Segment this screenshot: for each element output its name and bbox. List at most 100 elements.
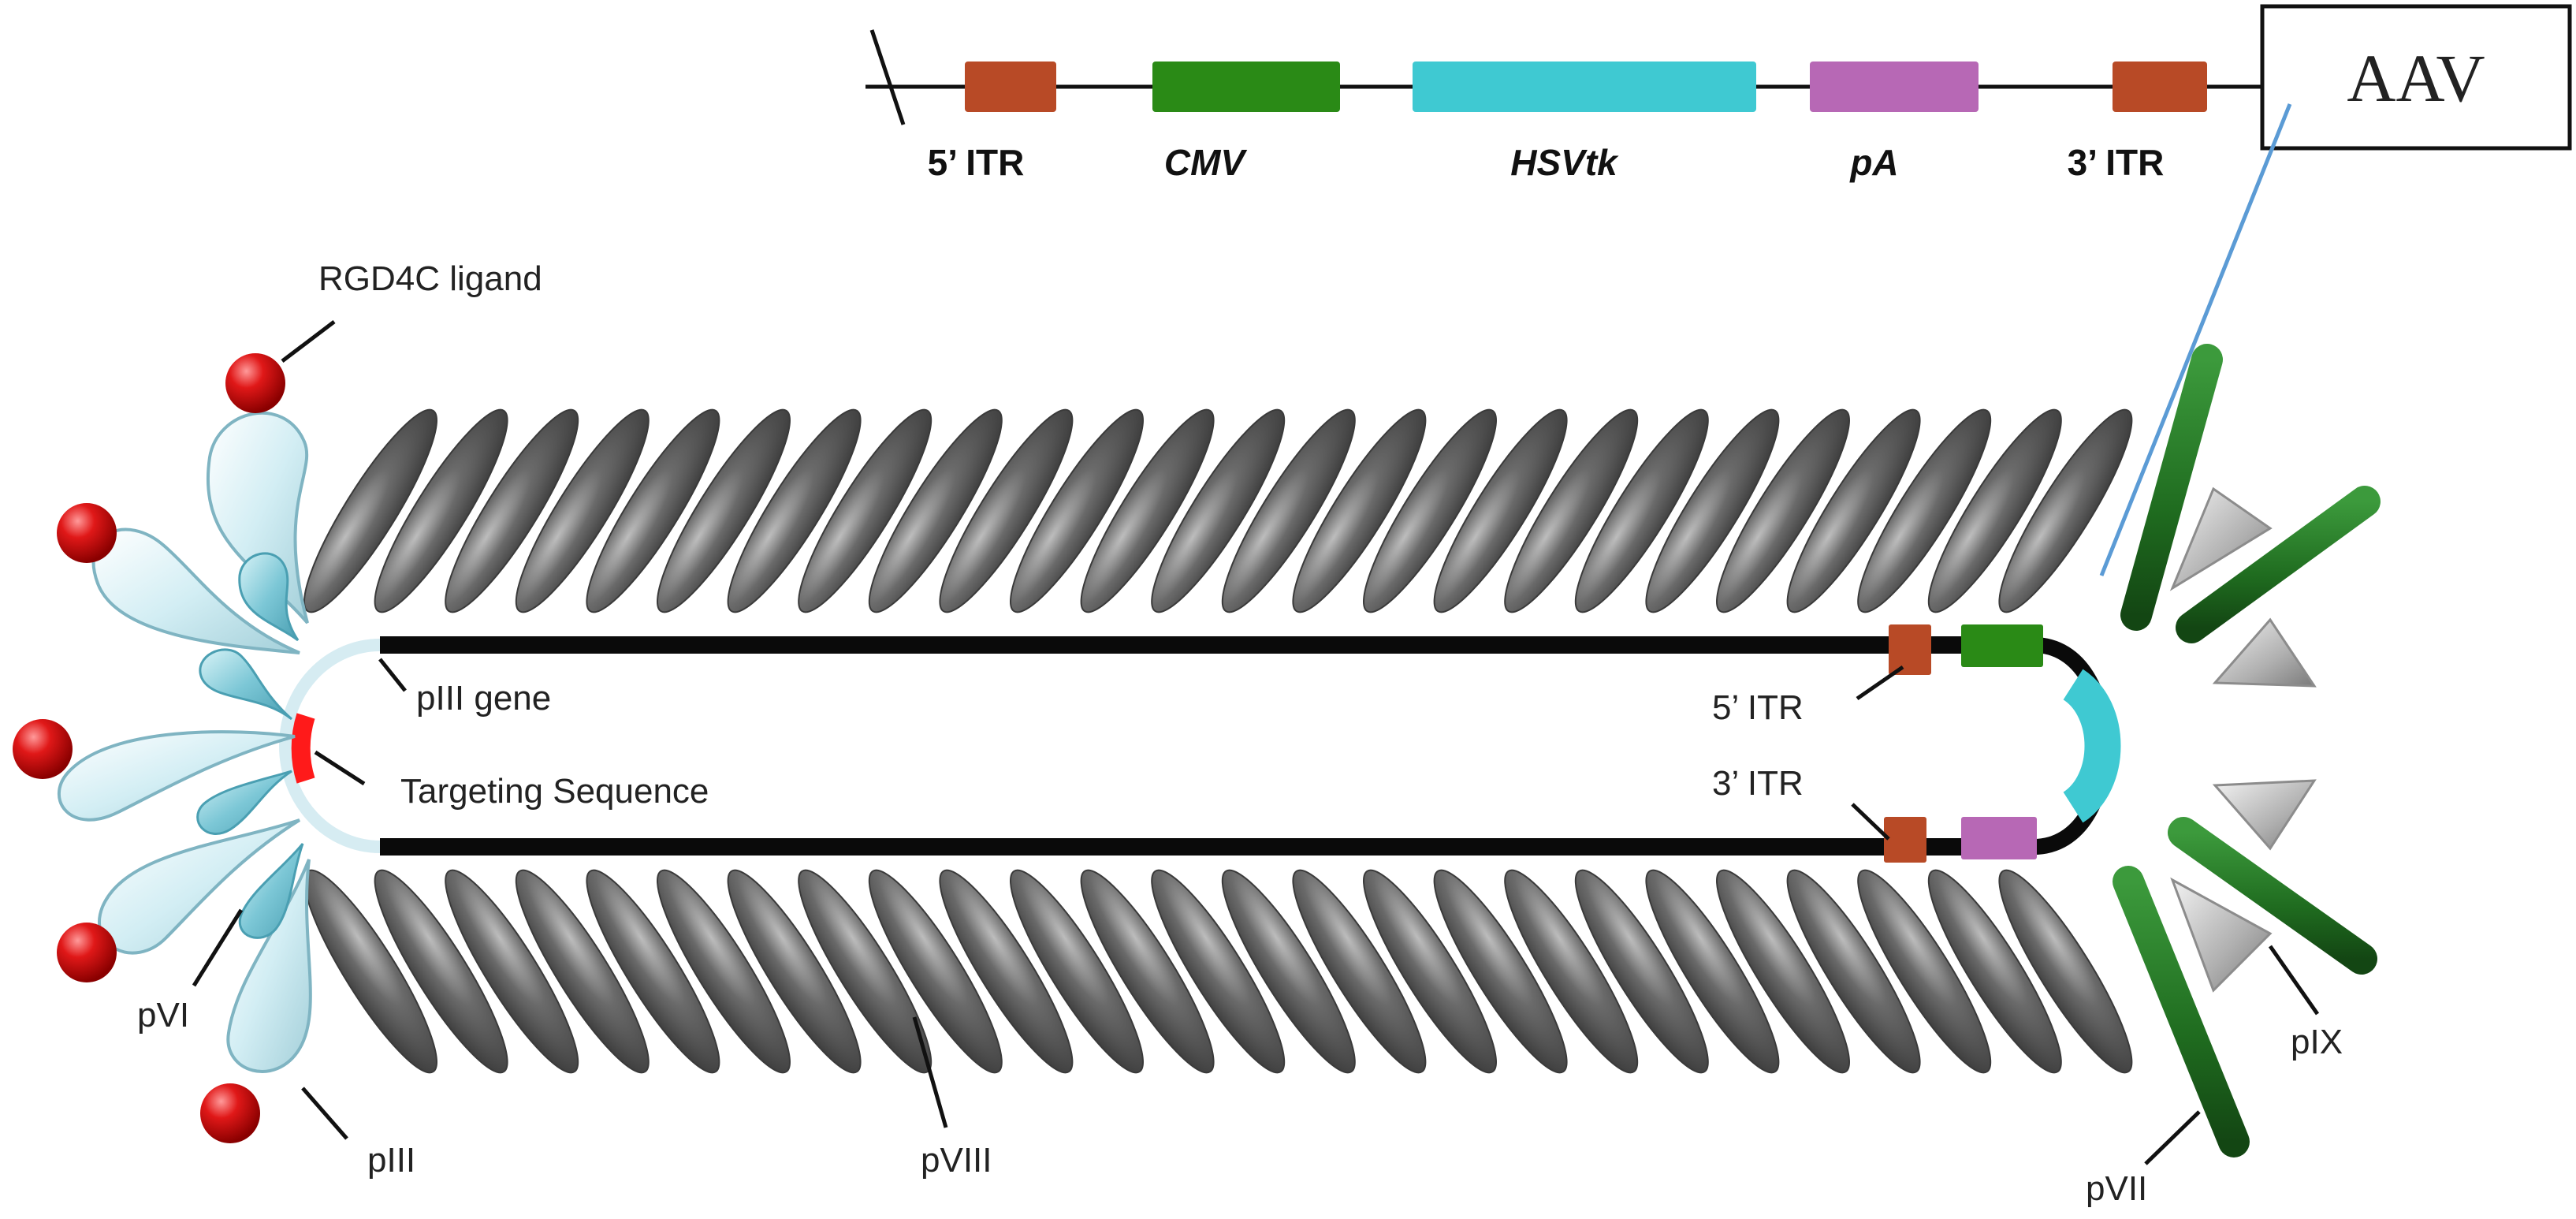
aav-box-label: AAV [2347, 40, 2485, 116]
genome-hsvtk-segment [2062, 669, 2121, 823]
pviii-coat-protein [868, 869, 1003, 1074]
pviii-coat-protein [1998, 869, 2133, 1074]
pviii-coat-protein [1363, 869, 1497, 1074]
piii-gene-arc [279, 639, 381, 853]
leader-itr5 [1856, 665, 1904, 701]
cassette-label-pa: pA [1848, 142, 1898, 183]
leader-pix [2268, 945, 2320, 1016]
pviii-coat-protein [798, 869, 932, 1074]
pviii-coat-protein [1433, 408, 1568, 613]
rgd4c-ligand-sphere [57, 923, 117, 982]
leader-piii [301, 1087, 348, 1140]
pviii-coat-protein [1221, 408, 1356, 613]
leader-lines [192, 320, 2320, 1165]
pviii-coat-protein [1645, 869, 1780, 1074]
rgd4c-ligand-sphere [57, 503, 117, 563]
leader-piii-gene [378, 658, 407, 692]
piii-droplet [226, 859, 312, 1073]
pviii-coat-protein [515, 408, 650, 613]
pvii-pix-cluster [2113, 344, 2433, 1157]
pviii-coat-protein [1716, 408, 1850, 613]
aav-pointer-line [2099, 103, 2292, 576]
cassette-pa-block [1810, 62, 1979, 112]
label-pvii: pVII [2086, 1169, 2147, 1208]
cassette-break-mark [869, 29, 906, 125]
pviii-coat-protein [1998, 408, 2133, 613]
pviii-coat-protein [1574, 869, 1709, 1074]
aav-box-frame [2260, 4, 2572, 151]
aav-box: AAV [2260, 4, 2572, 151]
pviii-coat-protein [1080, 869, 1215, 1074]
cassette-itr5-block [965, 62, 1056, 112]
pviii-coat-protein [445, 408, 579, 613]
pviii-coat-bottom [303, 869, 2133, 1074]
pvii-bar [2176, 486, 2381, 643]
cassette-label-hsvtk: HSVtk [1510, 142, 1619, 183]
pviii-coat-protein [727, 408, 862, 613]
label-piii-gene: pIII gene [416, 679, 551, 718]
pviii-coat-protein [1151, 408, 1286, 613]
pviii-coat-protein [1080, 408, 1215, 613]
label-targeting-sequence: Targeting Sequence [400, 772, 709, 811]
cassette-label-itr5: 5’ ITR [928, 142, 1025, 183]
cassette-itr3-block [2113, 62, 2207, 112]
genome-itr3-block [1884, 817, 1926, 863]
pviii-coat-protein [1645, 408, 1780, 613]
pix-triangle [2212, 617, 2317, 688]
pviii-coat-protein [445, 869, 579, 1074]
cassette-label-cmv: CMV [1164, 142, 1248, 183]
pviii-coat-protein [1433, 869, 1568, 1074]
piii-droplet [58, 730, 296, 822]
cassette-label-itr3: 3’ ITR [2068, 142, 2165, 183]
pviii-coat-protein [586, 869, 720, 1074]
pvii-bar [2113, 866, 2250, 1157]
piii-pvi-cluster [13, 353, 312, 1143]
genome-pa-block [1961, 817, 2037, 859]
diagram-labels: RGD4C ligand pIII gene Targeting Sequenc… [137, 259, 2343, 1208]
pviii-coat-protein [1857, 408, 1992, 613]
cassette-cmv-block [1152, 62, 1340, 112]
leader-rgd4c [281, 320, 336, 363]
pviii-coat-protein [374, 869, 508, 1074]
label-piii: pIII [367, 1141, 415, 1180]
targeting-sequence-segment [291, 713, 315, 784]
phage-genome [279, 624, 2121, 863]
pvi-droplet [196, 770, 292, 835]
pviii-coat-protein [1786, 869, 1921, 1074]
pviii-coat-protein [1292, 869, 1427, 1074]
rgd4c-ligand-sphere [225, 353, 285, 413]
pviii-coat-protein [374, 408, 508, 613]
pviii-coat-protein [1716, 869, 1850, 1074]
label-itr5: 5’ ITR [1712, 688, 1804, 727]
label-rgd4c-ligand: RGD4C ligand [318, 259, 542, 298]
pviii-coat-protein [515, 869, 650, 1074]
pviii-coat-protein [939, 869, 1074, 1074]
pvi-droplet [238, 843, 304, 939]
pviii-coat-protein [1927, 869, 2062, 1074]
pix-triangle [2170, 877, 2273, 993]
pviii-coat-protein [1363, 408, 1497, 613]
leader-pvi [192, 908, 244, 987]
pviii-coat-protein [657, 869, 791, 1074]
cassette-hsvtk-block [1413, 62, 1756, 112]
pvi-droplet [238, 552, 300, 642]
pviii-coat-protein [1504, 408, 1639, 613]
pviii-coat-top [303, 408, 2133, 613]
pviii-coat-protein [1504, 869, 1639, 1074]
pviii-coat-protein [1574, 408, 1709, 613]
pviii-coat-protein [868, 408, 1003, 613]
pviii-coat-protein [657, 408, 791, 613]
label-pix: pIX [2291, 1023, 2343, 1061]
label-itr3: 3’ ITR [1712, 764, 1804, 803]
pviii-coat-protein [727, 869, 862, 1074]
pviii-coat-protein [1221, 869, 1356, 1074]
rgd4c-ligand-sphere [13, 719, 73, 779]
label-pvi: pVI [137, 996, 189, 1034]
aav-cassette: 5’ ITR CMV HSVtk pA 3’ ITR [865, 29, 2278, 183]
pviii-coat-protein [939, 408, 1074, 613]
genome-cmv-block [1961, 624, 2043, 667]
pix-triangle [2212, 779, 2317, 851]
pviii-coat-protein [798, 408, 932, 613]
genome-itr5-block [1889, 624, 1931, 675]
